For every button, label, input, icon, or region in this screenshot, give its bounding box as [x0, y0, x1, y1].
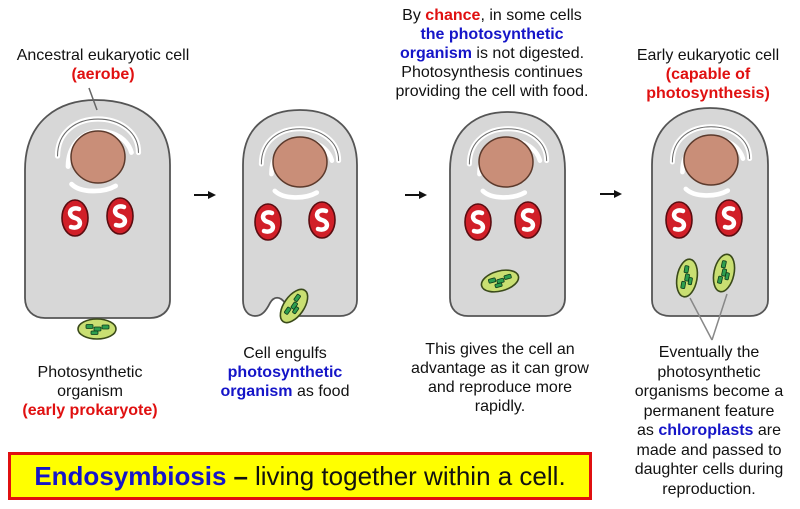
stage3-mitochondrion: [465, 204, 491, 240]
stage1-photosynthetic-organism: [77, 318, 117, 340]
stage3-bottom-line4: rapidly.: [474, 398, 526, 415]
stage2-nucleus: [272, 136, 328, 188]
stage1-title: Ancestral eukaryotic cell: [16, 47, 190, 64]
stage2-cell: [242, 109, 358, 329]
stage1-top-label: Ancestral eukaryotic cell (aerobe): [0, 46, 206, 84]
stage3-top-line4: Photosynthesis continues: [401, 64, 583, 81]
stage4-title: Early eukaryotic cell: [636, 47, 780, 64]
stage3-bottom-line3: and reproduce more: [427, 379, 573, 396]
stage1-label-pointer: [88, 87, 98, 111]
stage4-bottom-chloroplasts: chloroplasts: [658, 422, 754, 439]
stage2-label-line1: Cell engulfs: [243, 345, 327, 362]
stage4-mitochondrion: [666, 202, 692, 238]
arrow-stage2-to-3: [405, 191, 427, 199]
stage4-bottom-line2: photosynthetic: [657, 363, 761, 381]
stage4-mitochondrion: [716, 200, 742, 236]
stage2-mitochondrion: [309, 202, 335, 238]
definition-dash: –: [233, 460, 248, 491]
stage4-bottom-line5-prefix: as: [636, 422, 659, 439]
definition-text: living together within a cell.: [254, 460, 566, 491]
stage2-label: Cell engulfs photosynthetic organism as …: [200, 344, 370, 401]
stage4-bottom-line3: organisms become a: [634, 383, 784, 400]
arrow-stage1-to-2: [194, 191, 216, 199]
stage1-nucleus: [70, 130, 126, 184]
definition-term: Endosymbiosis: [34, 460, 227, 491]
stage3-top-label: By chance, in some cells the photosynthe…: [374, 6, 610, 101]
stage4-cell: [651, 107, 769, 317]
stage4-title-highlight2: photosynthesis): [646, 85, 770, 102]
definition-banner: Endosymbiosis–living together within a c…: [8, 452, 592, 500]
stage3-bottom-line2: advantage as it can grow: [411, 360, 589, 377]
stage1-bottom-line2: organism: [57, 383, 123, 400]
stage3-top-highlight2: organism: [399, 45, 472, 62]
stage3-top-prefix: By: [402, 7, 426, 24]
stage3-top-chance: chance: [425, 7, 481, 24]
stage3-bottom-line1: This gives the cell an: [425, 341, 575, 358]
stage4-title-highlight1: (capable of: [665, 66, 751, 83]
stage4-bottom-label: Eventually the photosynthetic organisms …: [618, 343, 800, 499]
stage1-bottom-line1: Photosynthetic: [37, 364, 143, 381]
stage3-mitochondrion: [515, 202, 541, 238]
stage3-cell: [449, 111, 566, 317]
stage2-label-highlight1: photosynthetic: [227, 364, 343, 381]
stage4-chloroplast-pointers: [689, 293, 728, 341]
stage4-bottom-line4: permanent feature: [643, 402, 775, 420]
stage3-nucleus: [478, 136, 534, 188]
stage1-cell: [24, 99, 171, 319]
stage1-mitochondrion: [62, 200, 88, 236]
stage4-bottom-line1: Eventually the: [658, 344, 760, 361]
stage4-nucleus: [683, 134, 739, 186]
stage2-mitochondrion: [255, 204, 281, 240]
stage2-label-suffix: as food: [292, 383, 350, 400]
stage1-title-highlight: (aerobe): [71, 66, 135, 83]
stage4-bottom-line5-suffix: are: [753, 422, 782, 439]
stage4-top-label: Early eukaryotic cell (capable of photos…: [616, 46, 800, 103]
stage4-bottom-line6: made and passed to: [636, 441, 782, 459]
stage4-bottom-line8: reproduction.: [662, 480, 756, 498]
stage1-mitochondrion: [107, 198, 133, 234]
stage3-bottom-label: This gives the cell an advantage as it c…: [392, 340, 608, 416]
stage3-top-line5: providing the cell with food.: [395, 83, 589, 100]
stage4-bottom-line7: daughter cells during: [634, 461, 784, 478]
stage1-bottom-highlight: (early prokaryote): [22, 402, 158, 419]
stage3-top-highlight1: the photosynthetic: [420, 26, 564, 43]
stage2-label-highlight2: organism: [220, 383, 293, 400]
arrow-stage3-to-4: [600, 190, 622, 198]
stage3-top-after-chance: , in some cells: [480, 7, 582, 24]
stage1-bottom-label: Photosynthetic organism (early prokaryot…: [0, 363, 180, 420]
stage3-top-after-highlight: is not digested.: [471, 45, 585, 62]
